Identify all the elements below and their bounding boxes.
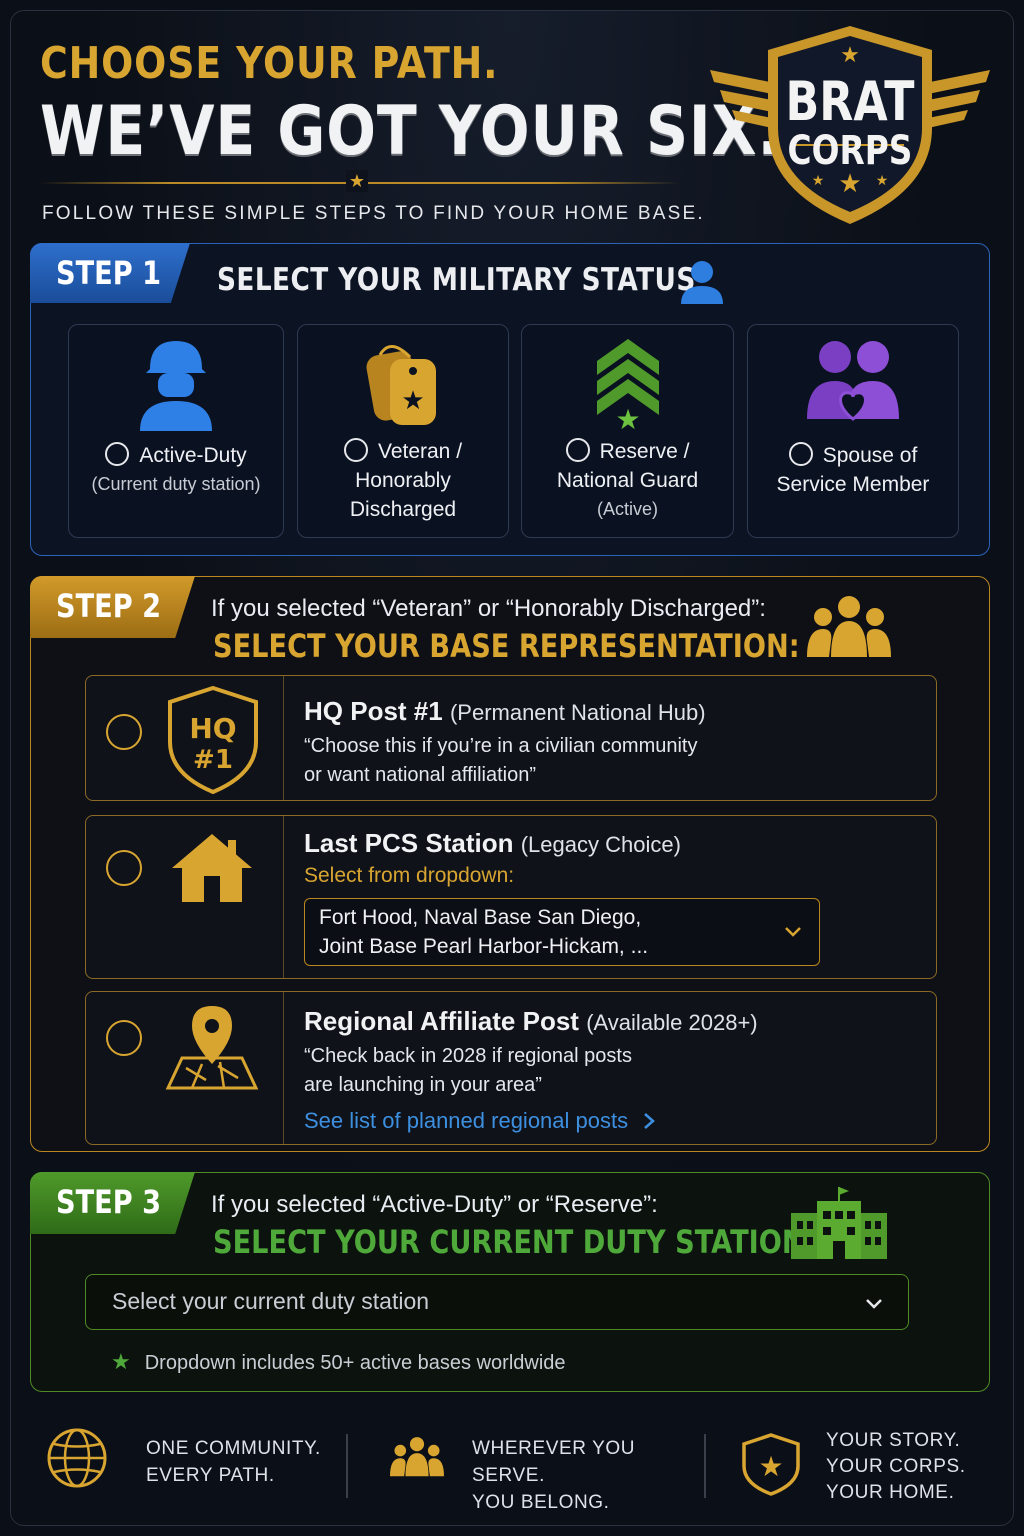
couple-heart-icon [807, 341, 899, 421]
status-label-line2: Honorably [355, 469, 451, 492]
option-radio-cell: HQ #1 [86, 676, 284, 800]
hq-shield-icon: HQ #1 [168, 685, 258, 794]
step1-tab: STEP 1 [30, 243, 190, 303]
status-sublabel: (Current duty station) [91, 474, 261, 494]
step3-intro: If you selected “Active-Duty” or “Reserv… [211, 1191, 658, 1218]
option-radio-cell [86, 992, 284, 1144]
shield-star-icon: ★ [742, 1433, 800, 1496]
soldier-icon [140, 341, 212, 431]
status-sublabel: (Active) [596, 499, 658, 519]
svg-text:★: ★ [758, 1450, 783, 1483]
logo-text-corps: CORPS [787, 128, 913, 174]
chevron-right-icon [644, 1113, 656, 1129]
globe-icon [47, 1428, 107, 1488]
headline-choose-path: CHOOSE YOUR PATH. [40, 38, 499, 89]
svg-text:★: ★ [401, 386, 424, 416]
dog-tags-icon: ★ [366, 345, 436, 425]
dropdown-placeholder: Select your current duty station [112, 1288, 430, 1314]
footer-line1: YOUR STORY. [826, 1430, 961, 1451]
footer-line2: YOUR CORPS. [826, 1456, 966, 1477]
hq-badge-number: #1 [193, 745, 233, 775]
footer-divider [346, 1434, 348, 1498]
group-icon [390, 1437, 444, 1477]
option-regional-post[interactable]: Regional Affiliate Post (Available 2028+… [85, 991, 937, 1145]
last-pcs-dropdown[interactable]: Fort Hood, Naval Base San Diego, Joint B… [304, 898, 820, 966]
house-icon [172, 834, 252, 902]
header-subtitle: FOLLOW THESE SIMPLE STEPS TO FIND YOUR H… [42, 203, 705, 224]
divider-star-icon: ★ [346, 170, 368, 192]
footer-wherever-you-serve: WHEREVER YOU SERVE. YOU BELONG. [390, 1425, 690, 1515]
option-title: Regional Affiliate Post (Available 2028+… [304, 1006, 758, 1036]
headline-got-your-six: WE’VE GOT YOUR SIX. [40, 92, 781, 171]
svg-text:★: ★ [812, 173, 825, 189]
option-description: “Choose this if you’re in a civilian com… [304, 735, 698, 786]
group-icon [807, 596, 891, 657]
map-pin-icon [165, 1006, 259, 1090]
step2-tab: STEP 2 [30, 576, 195, 638]
radio-hq-post[interactable] [106, 714, 142, 750]
dropdown-hint: Select from dropdown: [304, 864, 515, 887]
chevron-down-icon [785, 927, 801, 937]
status-label: Spouse of [822, 444, 918, 467]
dropdown-note: ★Dropdown includes 50+ active bases worl… [111, 1349, 566, 1374]
status-card-reserve[interactable]: ★ Reserve / National Guard (Active) [521, 324, 734, 538]
step1-panel: STEP 1 SELECT YOUR MILITARY STATUS Activ… [30, 243, 990, 556]
step3-title: SELECT YOUR CURRENT DUTY STATION: [213, 1223, 816, 1261]
status-radio-active-duty[interactable] [105, 442, 130, 466]
status-label-line2: Service Member [776, 473, 930, 496]
building-icon [791, 1187, 887, 1259]
dropdown-value-line1: Fort Hood, Naval Base San Diego, [319, 906, 642, 929]
footer-line1: ONE COMMUNITY. [146, 1438, 321, 1459]
option-title: HQ Post #1 (Permanent National Hub) [304, 696, 706, 726]
option-last-pcs[interactable]: Last PCS Station (Legacy Choice) Select … [85, 815, 937, 979]
brat-corps-logo: ★ ★ ★ ★ [710, 26, 990, 224]
radio-last-pcs[interactable] [106, 850, 142, 886]
logo-text-brat: BRAT [785, 70, 915, 133]
chevron-rank-icon: ★ [596, 339, 659, 431]
svg-text:★: ★ [876, 173, 889, 189]
radio-regional-post[interactable] [106, 1020, 142, 1056]
chevron-down-icon [866, 1299, 882, 1309]
step2-intro: If you selected “Veteran” or “Honorably … [211, 595, 766, 622]
footer-line1: WHEREVER YOU SERVE. [472, 1438, 636, 1486]
user-icon [681, 261, 723, 304]
planned-posts-link[interactable]: See list of planned regional posts [304, 1108, 656, 1134]
step3-tab: STEP 3 [30, 1172, 195, 1234]
step1-title: SELECT YOUR MILITARY STATUS [217, 262, 696, 298]
status-card-veteran[interactable]: ★ Veteran / Honorably Discharged [297, 324, 509, 538]
option-title: Last PCS Station (Legacy Choice) [304, 828, 681, 858]
status-card-active-duty[interactable]: Active-Duty (Current duty station) [68, 324, 284, 538]
status-card-spouse[interactable]: Spouse of Service Member [747, 324, 959, 538]
status-radio-reserve[interactable] [565, 438, 590, 462]
footer-line2: YOU BELONG. [472, 1492, 610, 1513]
footer-your-story: ★ YOUR STORY. YOUR CORPS. YOUR HOME. [740, 1426, 1010, 1516]
star-icon: ★ [111, 1349, 131, 1374]
step2-panel: STEP 2 If you selected “Veteran” or “Hon… [30, 576, 990, 1152]
option-radio-cell [86, 816, 284, 978]
dropdown-value-line2: Joint Base Pearl Harbor-Hickam, ... [319, 935, 649, 958]
step3-panel: STEP 3 If you selected “Active-Duty” or … [30, 1172, 990, 1392]
step2-title: SELECT YOUR BASE REPRESENTATION: [213, 627, 800, 665]
footer-line2: EVERY PATH. [146, 1465, 275, 1486]
status-label: Reserve / [599, 440, 690, 463]
footer-line3: YOUR HOME. [826, 1482, 955, 1503]
status-label: Active-Duty [139, 444, 247, 467]
option-hq-post[interactable]: HQ #1 HQ Post #1 (Permanent National Hub… [85, 675, 937, 801]
status-label-line3: Discharged [349, 498, 457, 521]
svg-text:★: ★ [615, 403, 640, 431]
option-description: “Check back in 2028 if regional posts ar… [304, 1045, 632, 1096]
svg-text:★: ★ [840, 43, 860, 68]
duty-station-dropdown[interactable]: Select your current duty station [85, 1274, 909, 1330]
status-radio-veteran[interactable] [343, 438, 368, 462]
svg-text:★: ★ [838, 169, 861, 199]
footer-divider [704, 1434, 706, 1498]
hq-badge-text: HQ [189, 712, 236, 745]
status-label: Veteran / [377, 440, 463, 463]
status-label-line2: National Guard [556, 469, 699, 492]
status-radio-spouse[interactable] [788, 442, 813, 466]
footer-one-community: ONE COMMUNITY. EVERY PATH. [46, 1425, 336, 1515]
